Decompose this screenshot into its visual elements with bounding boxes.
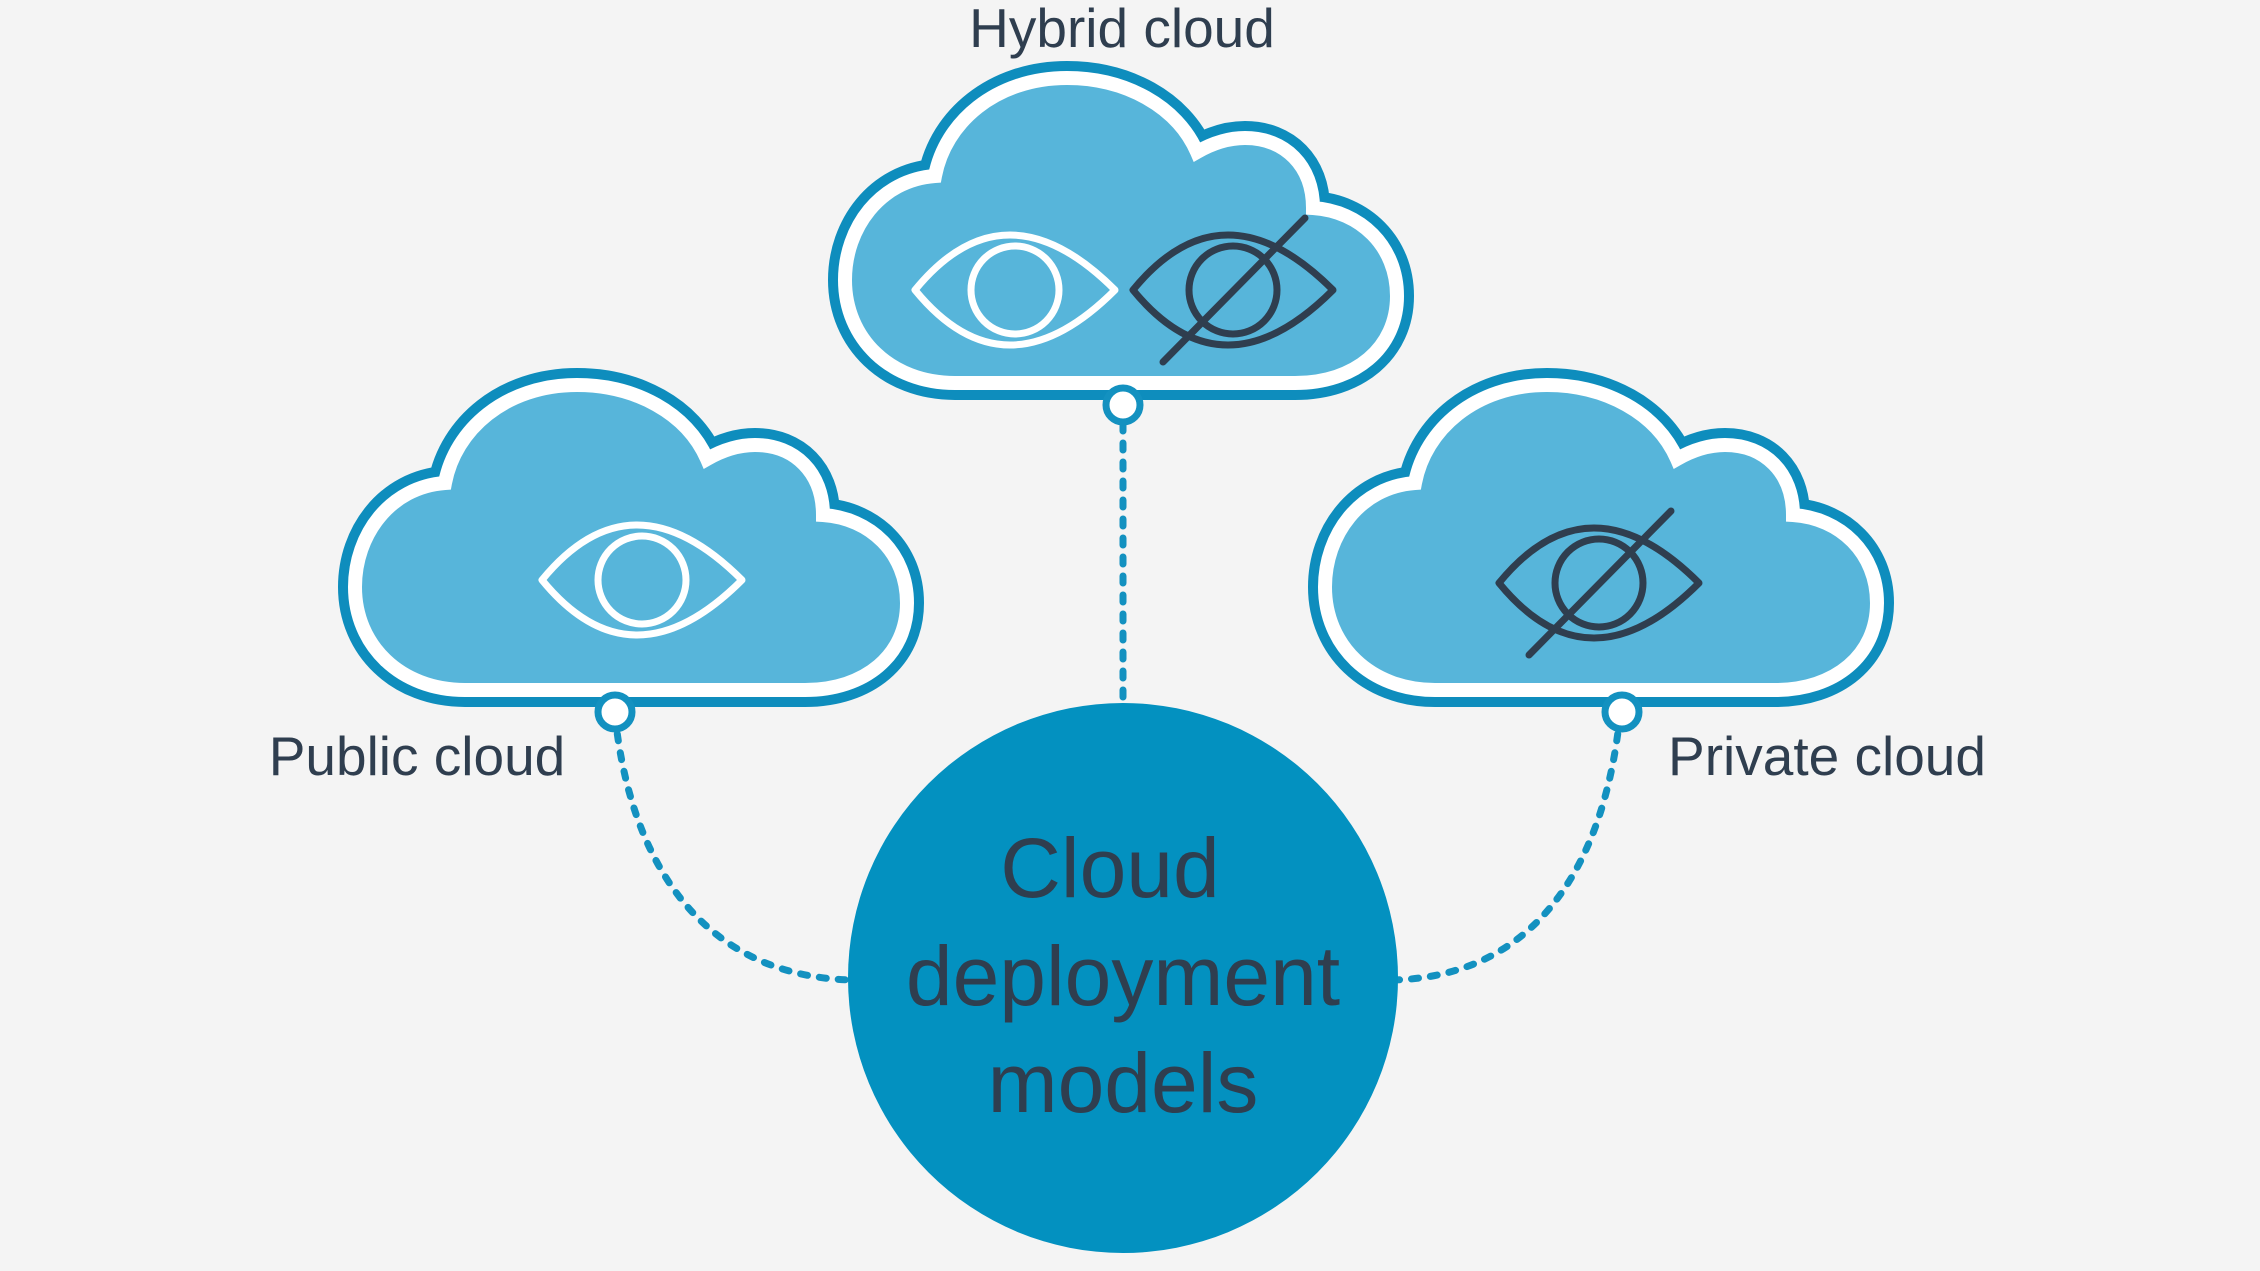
private-cloud-label: Private cloud [1668, 725, 1986, 787]
hybrid-cloud-label: Hybrid cloud [969, 0, 1275, 59]
private-connector-ring [1601, 691, 1643, 733]
private-connector [1391, 711, 1624, 984]
public-connector [611, 711, 854, 984]
connectors [611, 401, 1624, 984]
connector-rings [594, 384, 1643, 733]
center-label-line-1: Cloud [1000, 821, 1219, 915]
hybrid-cloud-shape-fill [845, 78, 1397, 383]
public-cloud-label: Public cloud [269, 725, 566, 787]
center-label-line-3: models [988, 1036, 1259, 1130]
public-cloud [355, 385, 907, 690]
hybrid-cloud [845, 78, 1397, 383]
center-circle [848, 703, 1398, 1253]
public-connector-ring [594, 691, 636, 733]
center-label-line-2: deployment [906, 929, 1340, 1023]
private-cloud [1325, 385, 1877, 690]
hybrid-connector-ring [1102, 384, 1144, 426]
